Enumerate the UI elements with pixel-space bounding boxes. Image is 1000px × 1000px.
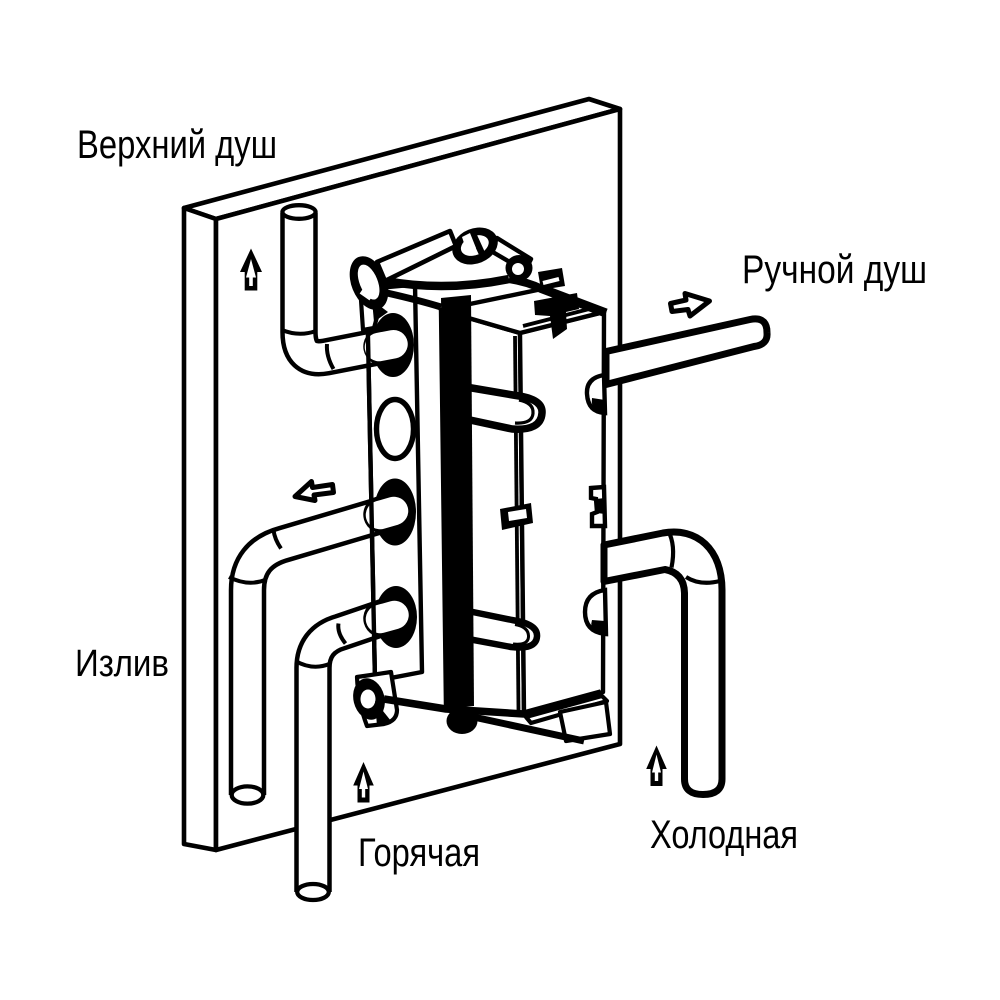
svg-text:Холодная: Холодная [650, 813, 798, 857]
svg-text:Излив: Излив [75, 643, 169, 685]
svg-text:Ручной душ: Ручной душ [742, 248, 927, 292]
svg-text:Верхний душ: Верхний душ [77, 123, 277, 167]
svg-text:Горячая: Горячая [358, 831, 480, 875]
